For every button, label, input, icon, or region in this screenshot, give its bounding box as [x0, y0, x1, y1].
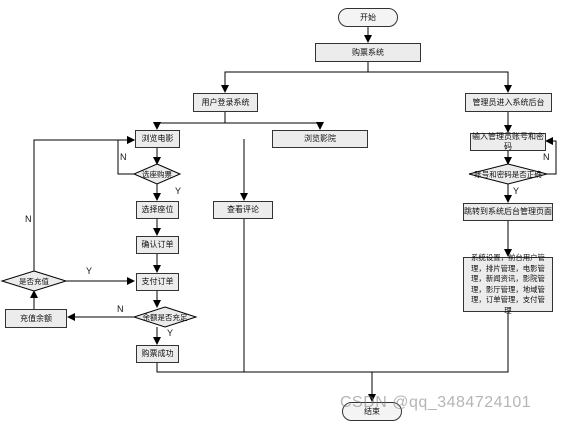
ticket-system-label: 购票系统 [352, 47, 384, 57]
credentials-no-label: N [543, 152, 550, 162]
ticket-system-box: 购票系统 [315, 43, 421, 62]
admin-login-box: 管理员进入系统后台 [465, 93, 552, 112]
credentials-yes-label: Y [513, 186, 520, 196]
confirm-order-box: 确认订单 [136, 236, 179, 254]
watermark: CSDN @qq_3484724101 [340, 394, 532, 411]
user-login-box: 用户登录系统 [193, 93, 258, 112]
choose-seat-box: 选择座位 [136, 201, 179, 219]
end-label: 结束 [364, 406, 380, 416]
admin-login-label: 管理员进入系统后台 [472, 97, 545, 107]
choose-seat-label: 选择座位 [141, 205, 174, 214]
credentials-diamond [468, 163, 548, 185]
start-node: 开始 [338, 8, 398, 27]
purchase-success-box: 购票成功 [136, 345, 179, 363]
view-comments-box: 查看评论 [213, 201, 273, 219]
select-yes-label: Y [175, 186, 182, 196]
select-ticket-diamond [132, 163, 182, 185]
admin-functions-box: 系统设置，前台用户管理，排片管理，电影管理，新闻资讯，影院管理，影厅管理，地域管… [463, 253, 553, 315]
jump-admin-box: 跳转到系统后台管理页面 [463, 203, 553, 221]
user-login-label: 用户登录系统 [201, 97, 250, 107]
select-no-label: N [120, 152, 127, 162]
browse-cinemas-label: 浏览影院 [304, 134, 336, 143]
recharge-balance-box: 充值余额 [5, 309, 67, 328]
recharge-no-label: N [25, 214, 32, 224]
view-comments-label: 查看评论 [227, 205, 259, 214]
recharge-diamond [0, 270, 68, 292]
recharge-yes-label: Y [86, 266, 93, 276]
input-credentials-label: 输入管理员账号和密码 [472, 132, 544, 151]
browse-movies-box: 浏览电影 [135, 130, 180, 148]
end-node: 结束 [342, 402, 402, 421]
jump-admin-label: 跳转到系统后台管理页面 [464, 207, 552, 216]
pay-order-box: 支付订单 [136, 273, 179, 291]
balance-yes-label: Y [167, 328, 174, 338]
input-credentials-box: 输入管理员账号和密码 [470, 132, 546, 151]
confirm-order-label: 确认订单 [141, 240, 174, 249]
balance-diamond [132, 306, 198, 328]
balance-no-label: N [117, 304, 124, 314]
admin-functions-label: 系统设置，前台用户管理，排片管理，电影管理，新闻资讯，影院管理，影厅管理，地域管… [471, 253, 545, 315]
browse-movies-label: 浏览电影 [141, 134, 174, 143]
pay-order-label: 支付订单 [141, 277, 174, 286]
start-label: 开始 [360, 12, 376, 22]
browse-cinemas-box: 浏览影院 [272, 130, 368, 148]
recharge-balance-label: 充值余额 [20, 313, 52, 323]
purchase-success-label: 购票成功 [141, 349, 174, 358]
